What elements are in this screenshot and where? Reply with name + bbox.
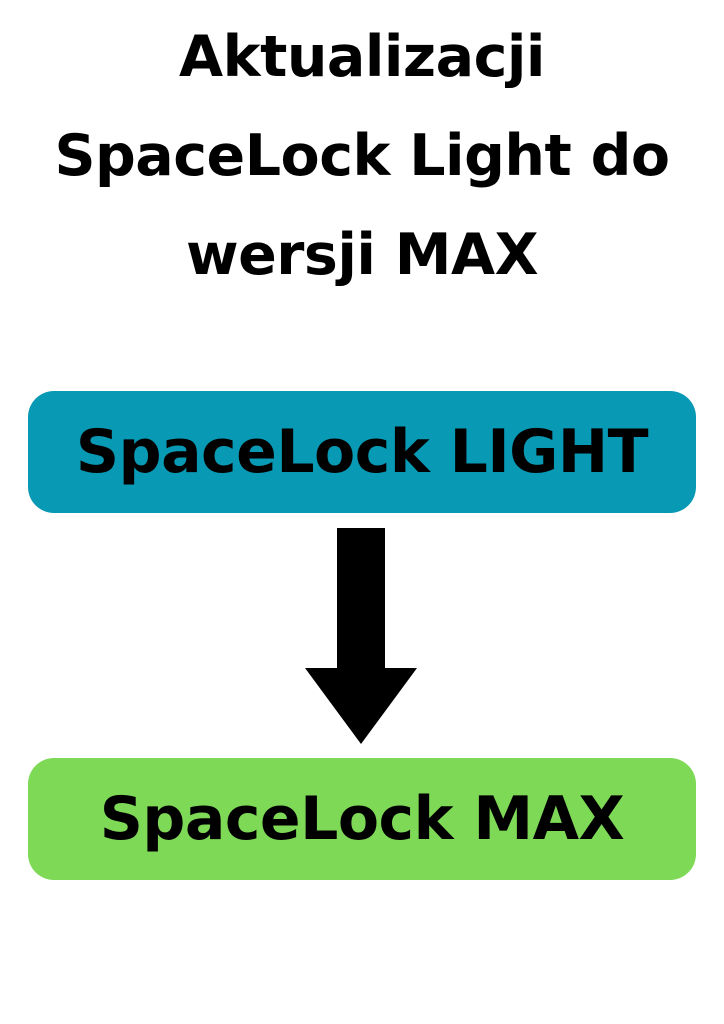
spacelock-light-label: SpaceLock LIGHT xyxy=(75,417,649,487)
spacelock-light-box: SpaceLock LIGHT xyxy=(28,391,696,513)
title-line-1: Aktualizacji xyxy=(179,24,545,90)
page-title: Aktualizacji SpaceLock Light do wersji M… xyxy=(0,8,724,305)
arrow-down-icon xyxy=(305,528,417,744)
title-line-2: SpaceLock Light do xyxy=(54,123,670,189)
spacelock-max-box: SpaceLock MAX xyxy=(28,758,696,880)
arrow-down-shape xyxy=(305,528,417,744)
spacelock-max-label: SpaceLock MAX xyxy=(99,784,625,854)
title-line-3: wersji MAX xyxy=(185,222,539,288)
